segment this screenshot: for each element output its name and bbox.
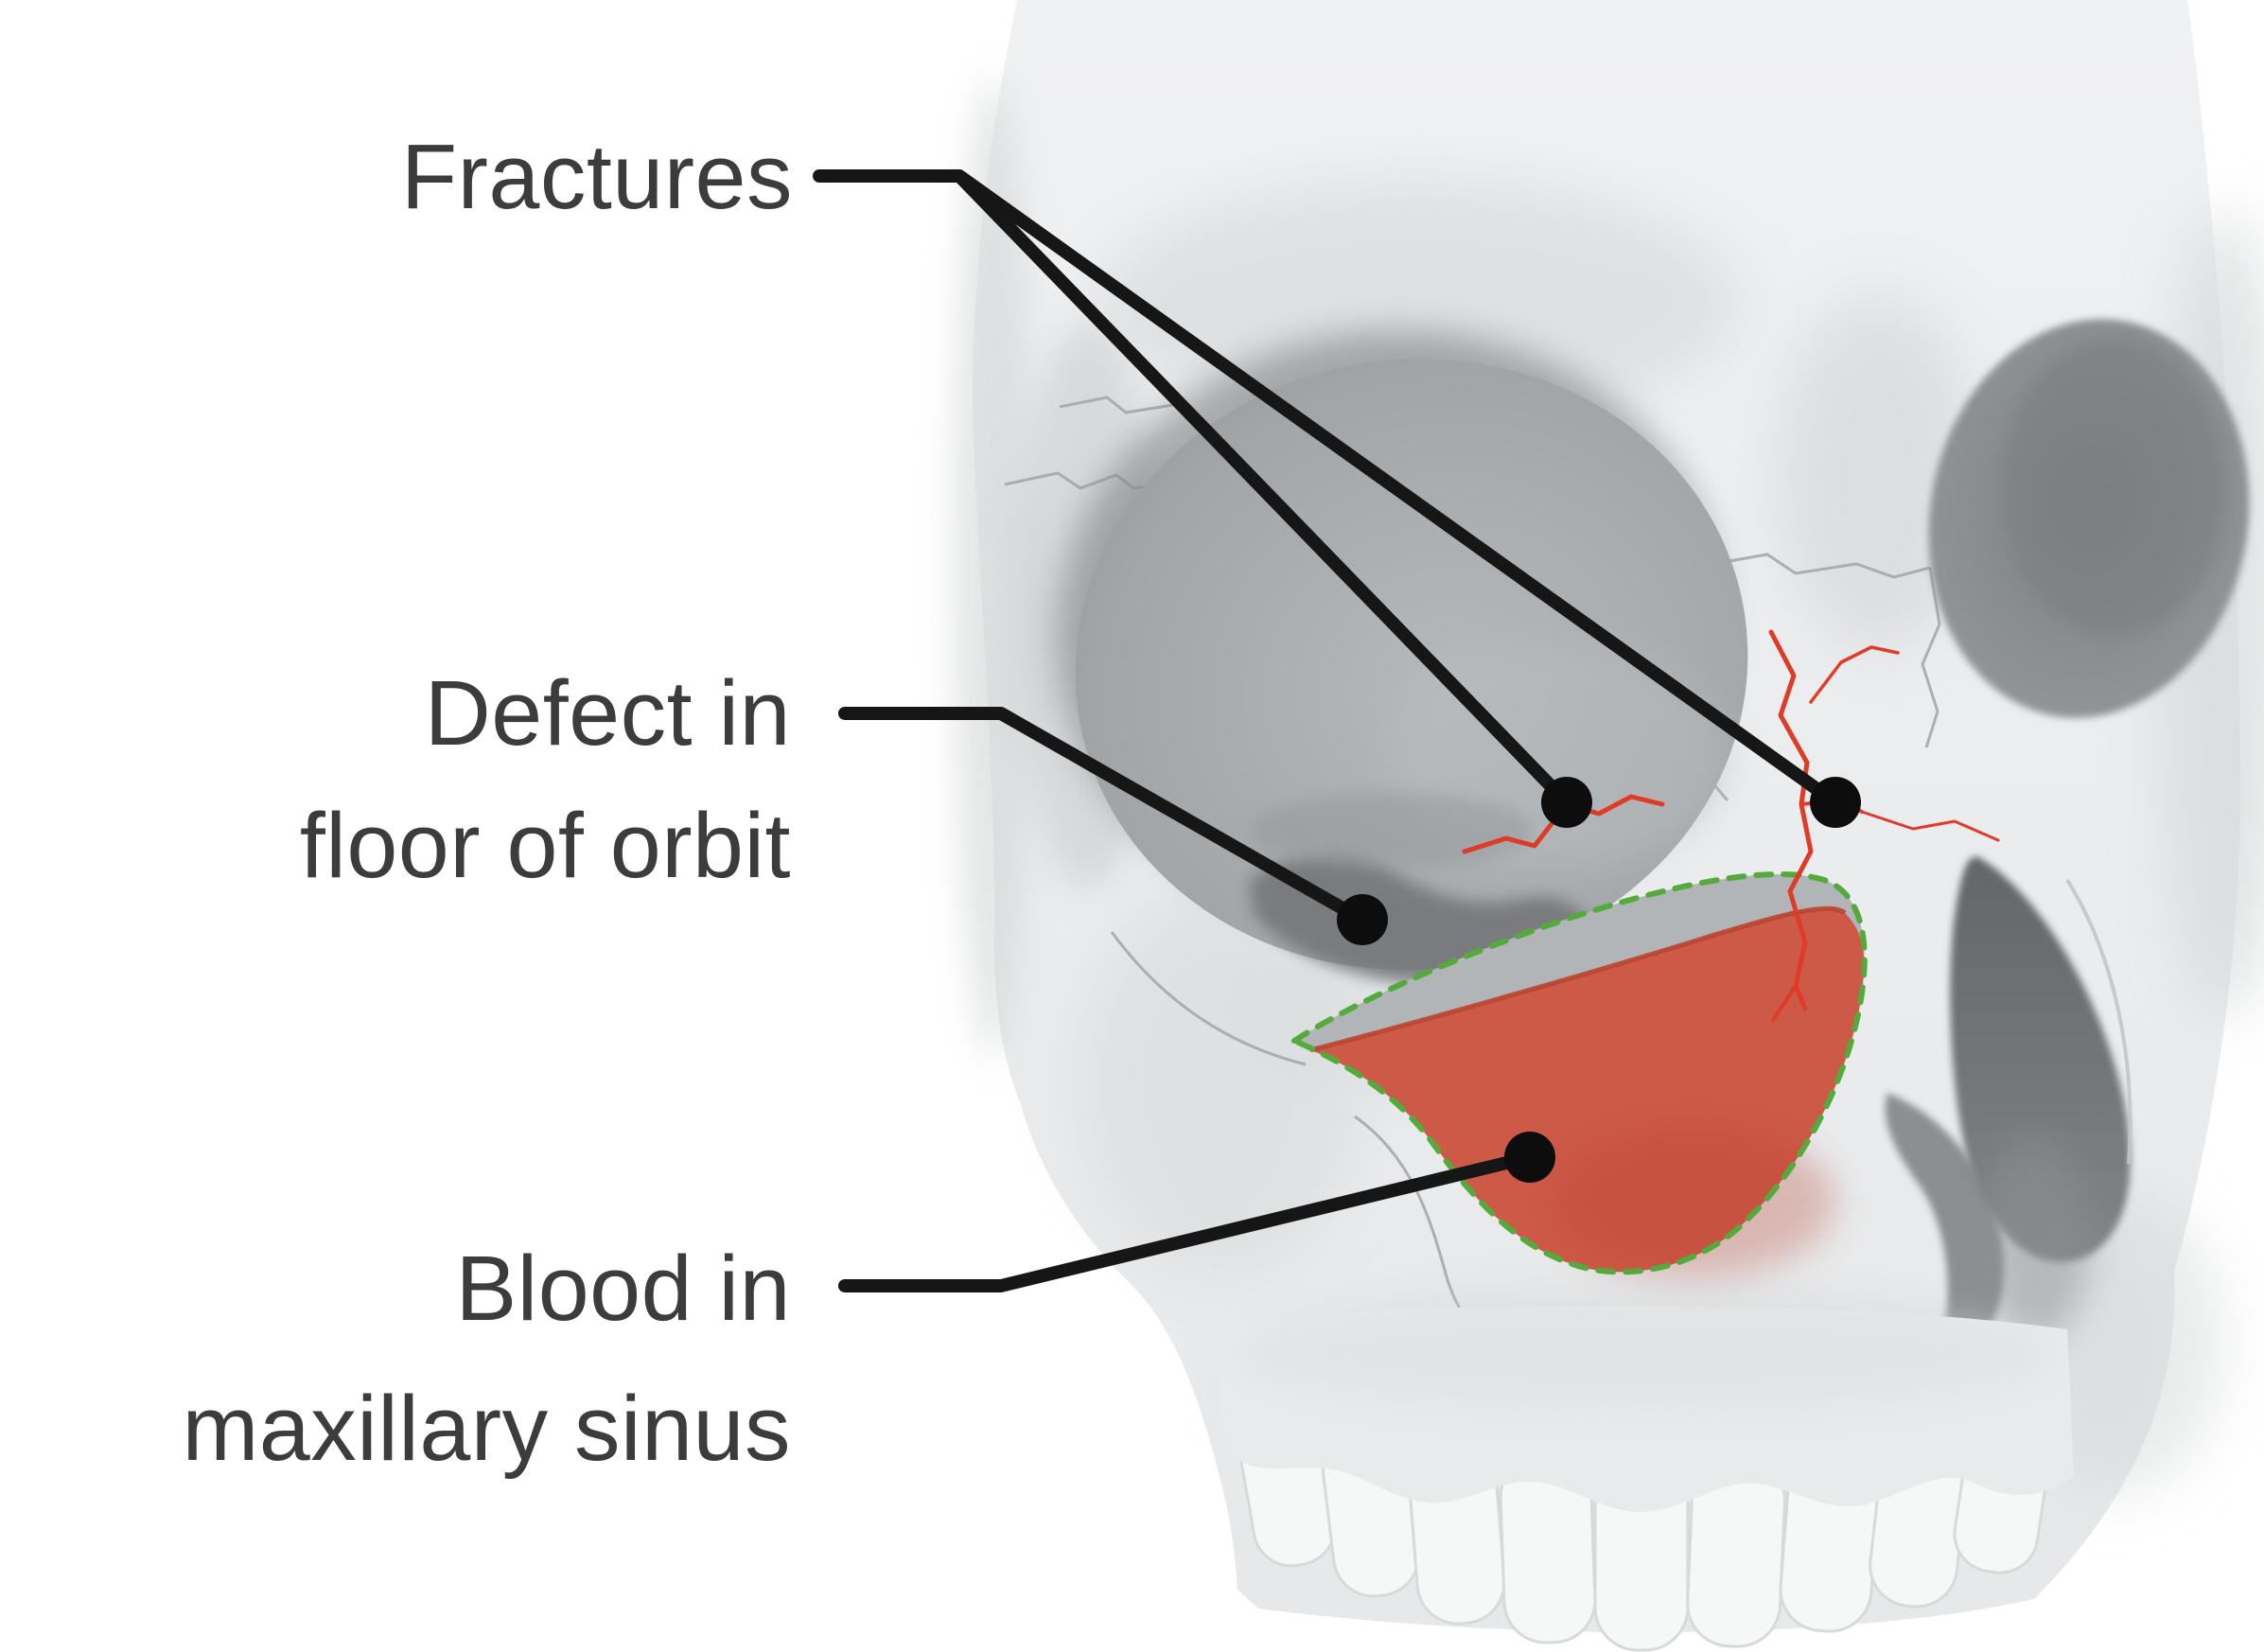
posterior-maxilla-shadow [1885, 1093, 2005, 1353]
callout-dot-fracture-1 [1541, 777, 1592, 828]
blood-surface-line [1309, 905, 1847, 1053]
leader-line-blood [838, 1151, 1536, 1292]
maxillary-sinus-region [1288, 871, 1868, 1277]
callout-dot-blood [1504, 1132, 1555, 1183]
fracture-lines [1462, 629, 2000, 1022]
label-blood-line2: maxillary sinus [182, 1377, 791, 1480]
label-fractures: Fractures [400, 125, 793, 228]
teeth [1216, 1296, 2074, 1652]
right-orbit [1928, 319, 2250, 718]
label-defect-line1: Defect in [424, 661, 791, 764]
callout-dot-fracture-2 [1810, 777, 1861, 828]
callout-dot-defect [1337, 894, 1388, 945]
label-blood-in-maxillary-sinus: Blood in maxillary sinus [26, 1219, 791, 1499]
nasal-aperture [1885, 856, 2131, 1353]
leader-line-fractures [813, 169, 1842, 809]
leader-line-defect [838, 707, 1369, 926]
label-defect-line2: floor of orbit [299, 794, 791, 897]
label-blood-line1: Blood in [455, 1237, 791, 1340]
callouts [813, 169, 1861, 1292]
label-defect-in-floor-of-orbit: Defect in floor of orbit [114, 647, 791, 912]
skull-body [954, 0, 2264, 1652]
